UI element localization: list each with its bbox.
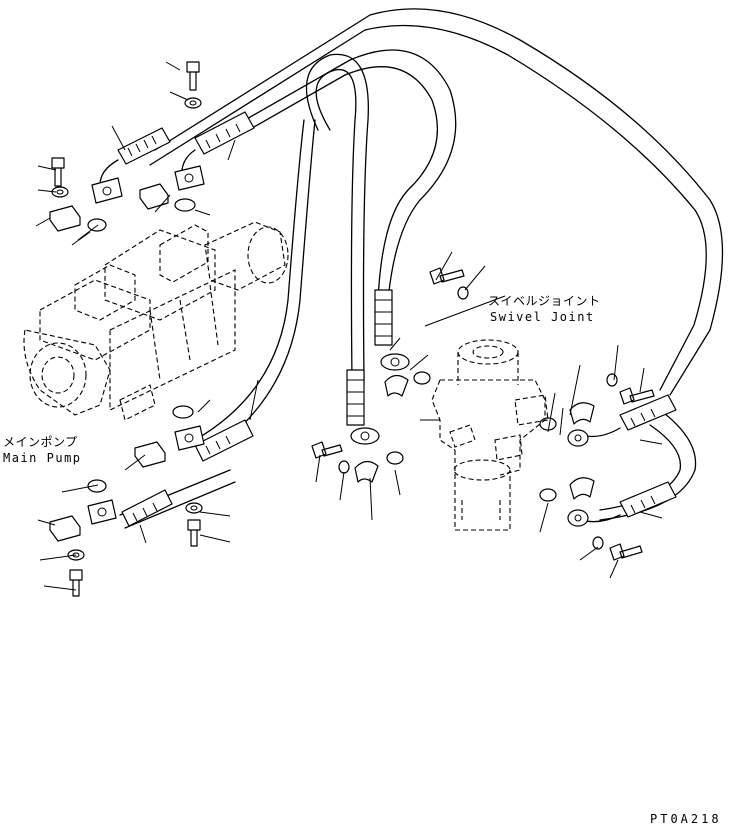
hose-fitting-top-right (181, 111, 255, 185)
washer-set (51, 97, 618, 561)
swivel-joint-label-en: Swivel Joint (490, 310, 595, 324)
split-flange-set (49, 183, 595, 542)
hose-fitting-right-upper (579, 394, 677, 438)
swivel-joint-label-jp: スイベルジョイント (488, 294, 601, 308)
flange-pump-top-right (174, 165, 205, 191)
flange-swivel-b (350, 427, 380, 445)
hose-inner-loop (239, 49, 457, 301)
flange-pump-mid (174, 425, 205, 451)
hose-fitting-mid-left (194, 419, 254, 462)
flange-pump-top-left (91, 177, 123, 204)
main-pump (23, 221, 289, 421)
flange-pump-bottom (87, 499, 117, 525)
drawing-code: PT0A218 (650, 812, 722, 826)
hose-fitting-bottom-left (121, 489, 173, 527)
hose-fitting-right-lower (579, 481, 677, 523)
leader-lines (35, 61, 663, 591)
bolt-set (51, 61, 655, 597)
hose-lower-left (194, 119, 316, 456)
hose-pump-to-swivel (305, 53, 369, 381)
o-ring-set (87, 198, 557, 502)
flange-swivel-a (380, 353, 410, 371)
hose-fitting-vertical-a (374, 289, 393, 346)
flange-right-lower (567, 509, 589, 527)
main-pump-label-en: Main Pump (3, 451, 82, 465)
flange-right-upper (567, 429, 589, 447)
swivel-joint (420, 339, 549, 531)
hose-fitting-vertical-b (346, 369, 365, 426)
main-pump-label-jp: メインポンプ (3, 435, 78, 449)
hose-outer-loop (149, 8, 724, 396)
